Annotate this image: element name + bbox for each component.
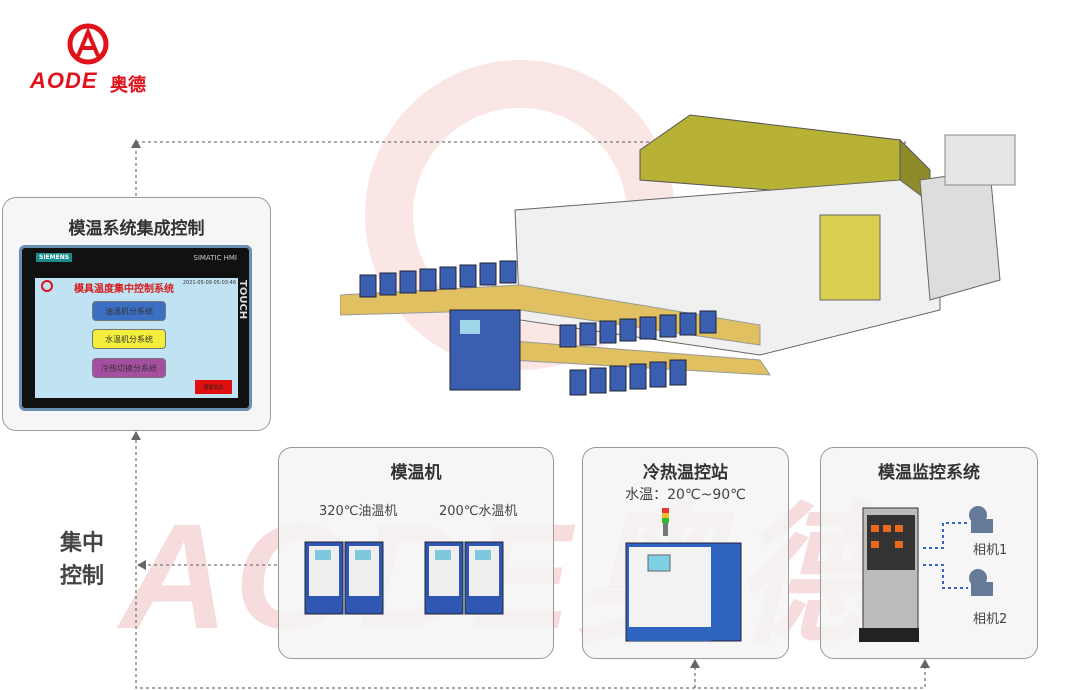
mold-temp-panel-title: 模温机 — [390, 463, 442, 483]
water-temp-subsystem-button[interactable]: 水温机分系统 — [92, 329, 166, 349]
touch-label: TOUCH — [237, 280, 248, 320]
screen-logo-icon — [41, 280, 53, 292]
station-machine-image — [625, 508, 742, 642]
brand-logo: AODE 奥德 — [30, 22, 160, 96]
hmi-screen: 模具温度集中控制系统 2021-05-09 05:03:46 油温机分系统 水温… — [35, 278, 238, 398]
alarm-info-button[interactable]: 报警信息 — [195, 380, 232, 394]
siemens-label: SIEMENS — [36, 253, 73, 262]
oil-temp-subsystem-button[interactable]: 油温机分系统 — [92, 301, 166, 321]
monitor-panel-title: 模温监控系统 — [878, 463, 980, 483]
hmi-panel-title: 模温系统集成控制 — [68, 219, 205, 239]
oil-machine-label: 320℃油温机 — [319, 504, 398, 519]
mold-temp-machines-image — [304, 541, 504, 615]
screen-title: 模具温度集中控制系统 — [74, 284, 174, 295]
camera-1-label: 相机1 — [973, 543, 1008, 558]
central-control-line1: 集中 — [60, 531, 105, 556]
mold-temp-monitoring-panel: 模温监控系统 相机1 相机2 — [820, 447, 1038, 659]
station-water-temp-range: 水温：20℃~90℃ — [625, 487, 746, 503]
die-casting-machine-illustration — [340, 114, 1016, 396]
hmi-integration-panel: 模温系统集成控制 SIEMENS SIMATIC HMI TOUCH 模具温度集… — [2, 197, 271, 431]
brand-name-en: AODE — [30, 68, 98, 93]
mold-temperature-machine-panel: 模温机 320℃油温机 200℃水温机 — [278, 447, 554, 659]
monitoring-cabinet-image — [859, 506, 993, 642]
screen-timestamp: 2021-05-09 05:03:46 — [182, 280, 236, 286]
central-control-label: 集中 控制 — [60, 527, 104, 593]
water-machine-label: 200℃水温机 — [439, 504, 518, 519]
brand-name-cn: 奥德 — [110, 75, 146, 96]
central-control-line2: 控制 — [60, 564, 105, 589]
simatic-label: SIMATIC HMI — [193, 254, 237, 262]
hmi-bezel: SIEMENS SIMATIC HMI TOUCH 模具温度集中控制系统 202… — [19, 245, 252, 411]
hot-cold-switch-subsystem-button[interactable]: 冷热切换分系统 — [92, 358, 166, 378]
camera-2-label: 相机2 — [973, 612, 1008, 627]
hot-cold-station-panel: 冷热温控站 水温：20℃~90℃ — [582, 447, 789, 659]
station-panel-title: 冷热温控站 — [643, 463, 728, 483]
